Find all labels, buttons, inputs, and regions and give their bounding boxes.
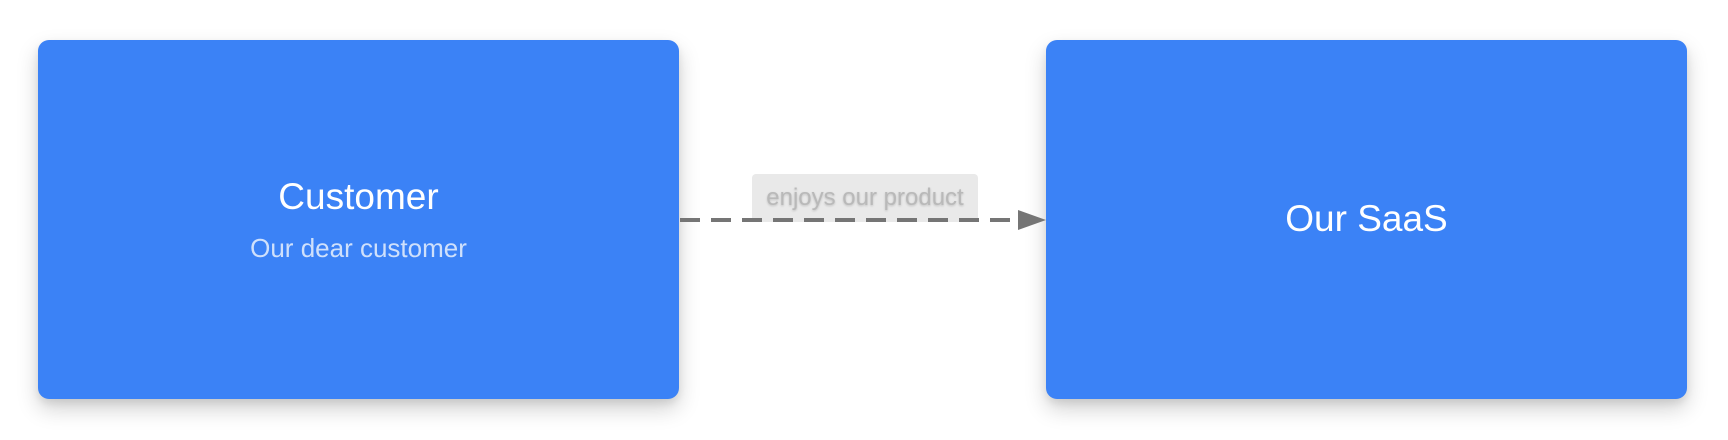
customer-node-title: Customer bbox=[278, 175, 439, 217]
customer-node[interactable]: Customer Our dear customer bbox=[38, 40, 679, 399]
arrowhead-icon bbox=[1018, 210, 1046, 230]
saas-node-title: Our SaaS bbox=[1285, 198, 1448, 240]
saas-node[interactable]: Our SaaS bbox=[1046, 40, 1687, 399]
customer-node-subtitle: Our dear customer bbox=[250, 233, 467, 264]
edge-label: enjoys our product bbox=[752, 174, 978, 222]
